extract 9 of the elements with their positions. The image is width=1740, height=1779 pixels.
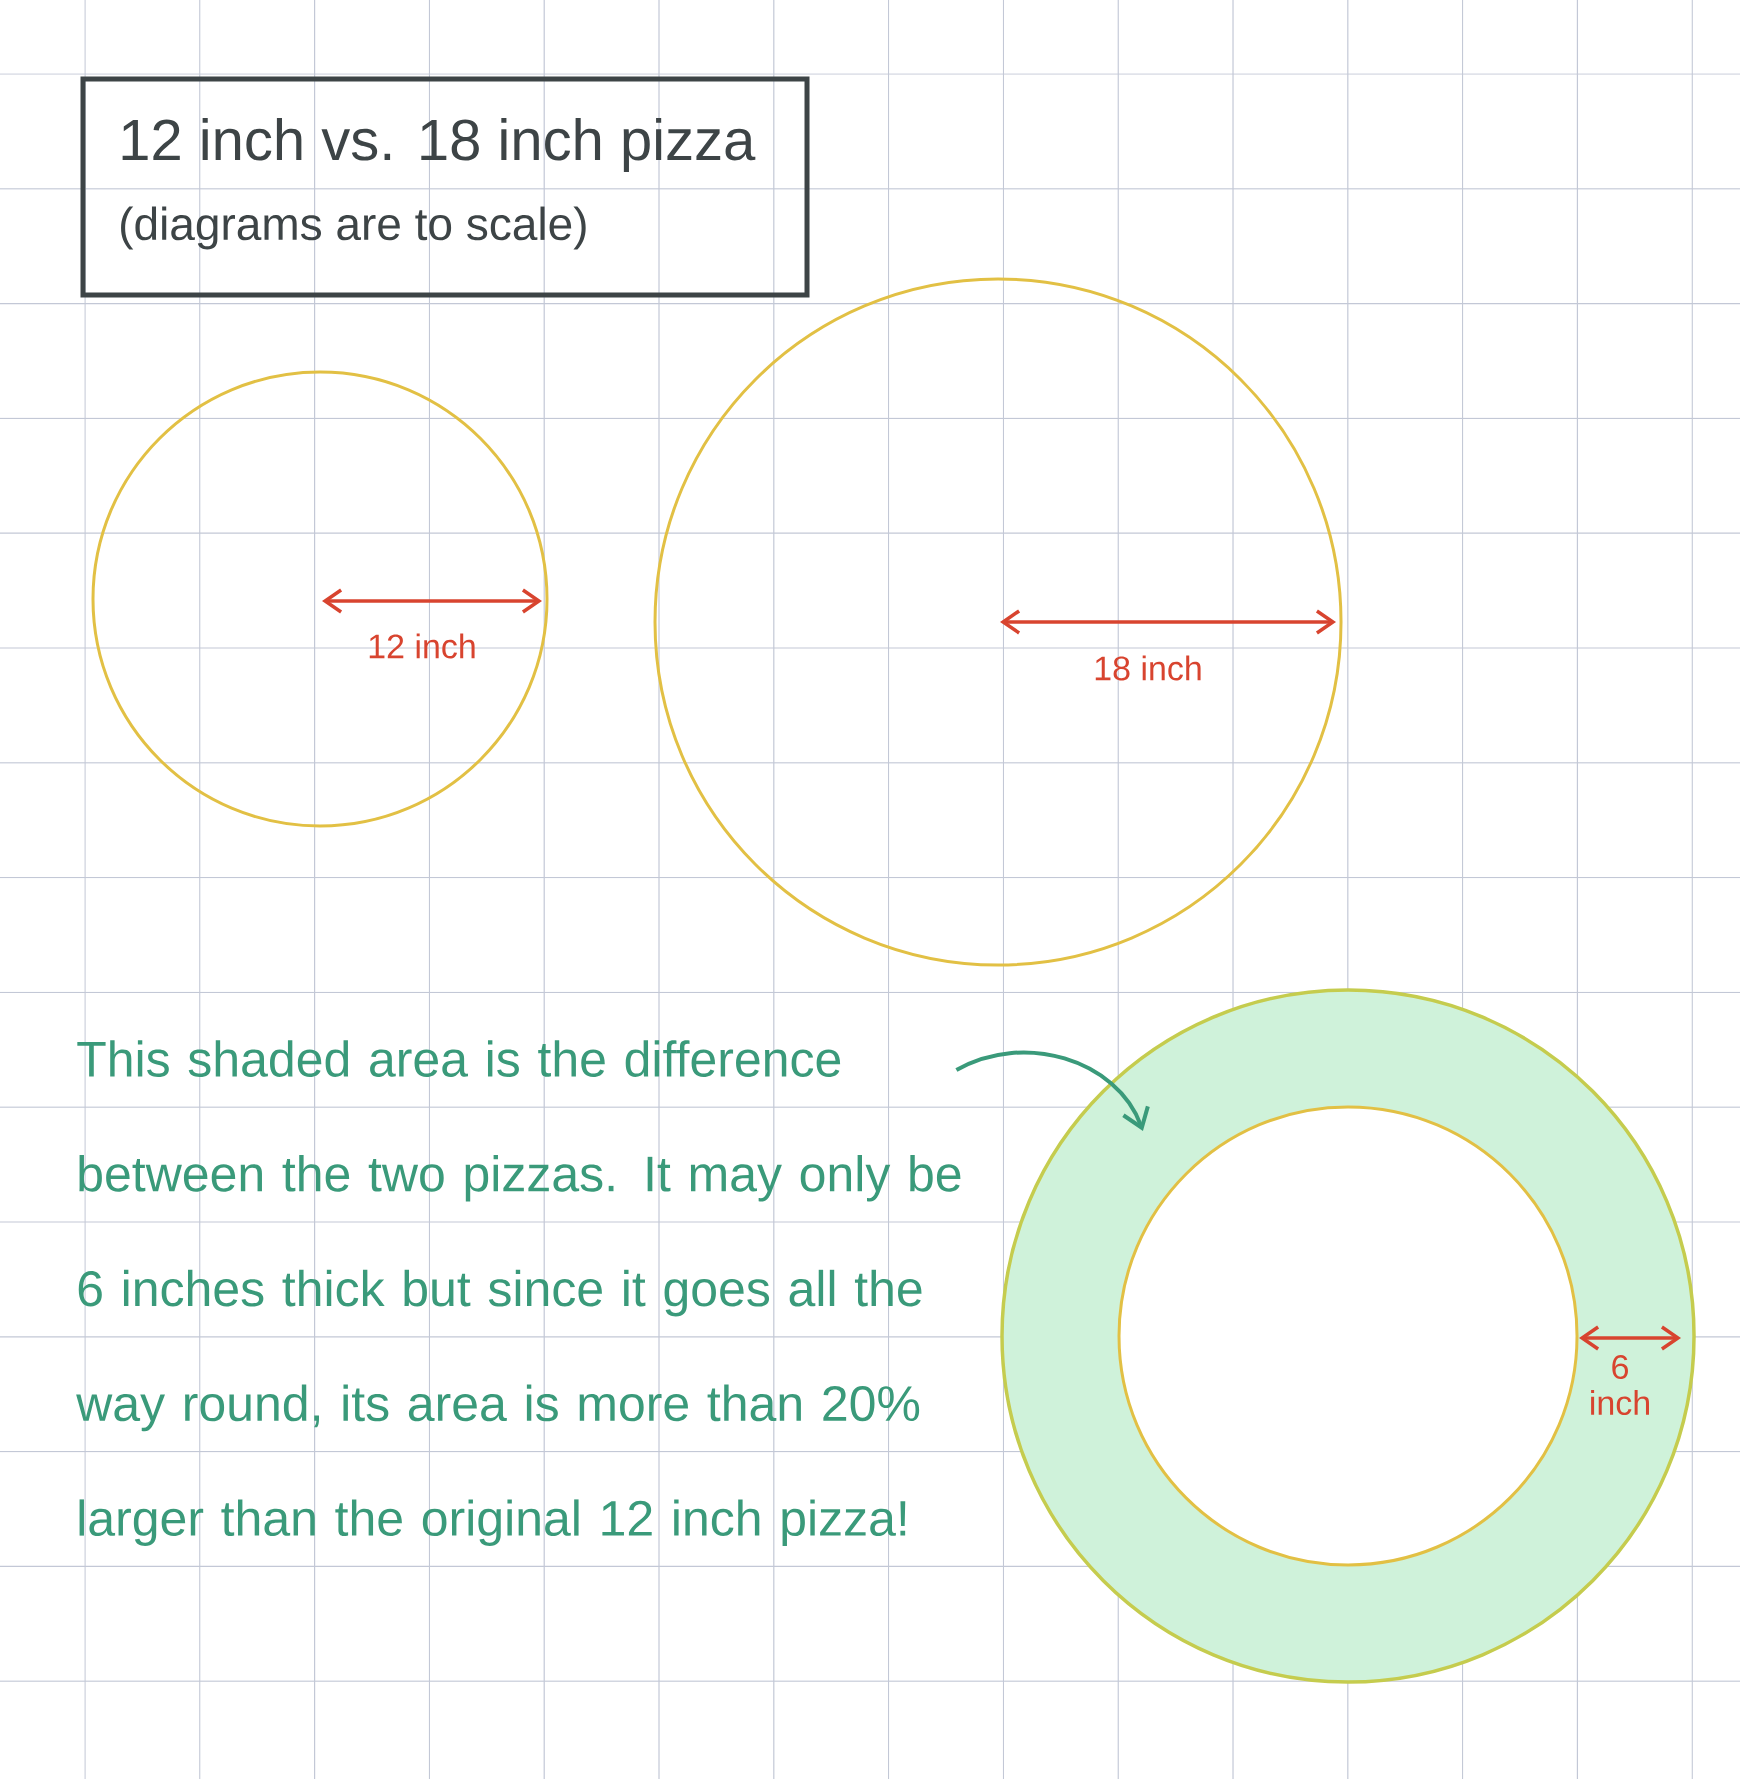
title-text: 12 inch vs. 18 inch pizza [122,117,756,172]
subtitle-text: (diagrams are to scale) [121,206,586,250]
title-box [80,76,810,298]
shaded-ring [1000,988,1696,1684]
dimension-label: 6 inch [1591,1354,1649,1416]
dimension-label: 18 inch [1095,655,1201,681]
note-paragraph: This shaded area is the difference between the two pizzas. It may only be 6 inches thick but since it goes all the way round, its area is more than 20% larger than the original 12 inch pizza! [76,1040,961,1546]
curved-arrow [955,1050,1150,1131]
dimension-label: 12 inch [369,633,475,659]
